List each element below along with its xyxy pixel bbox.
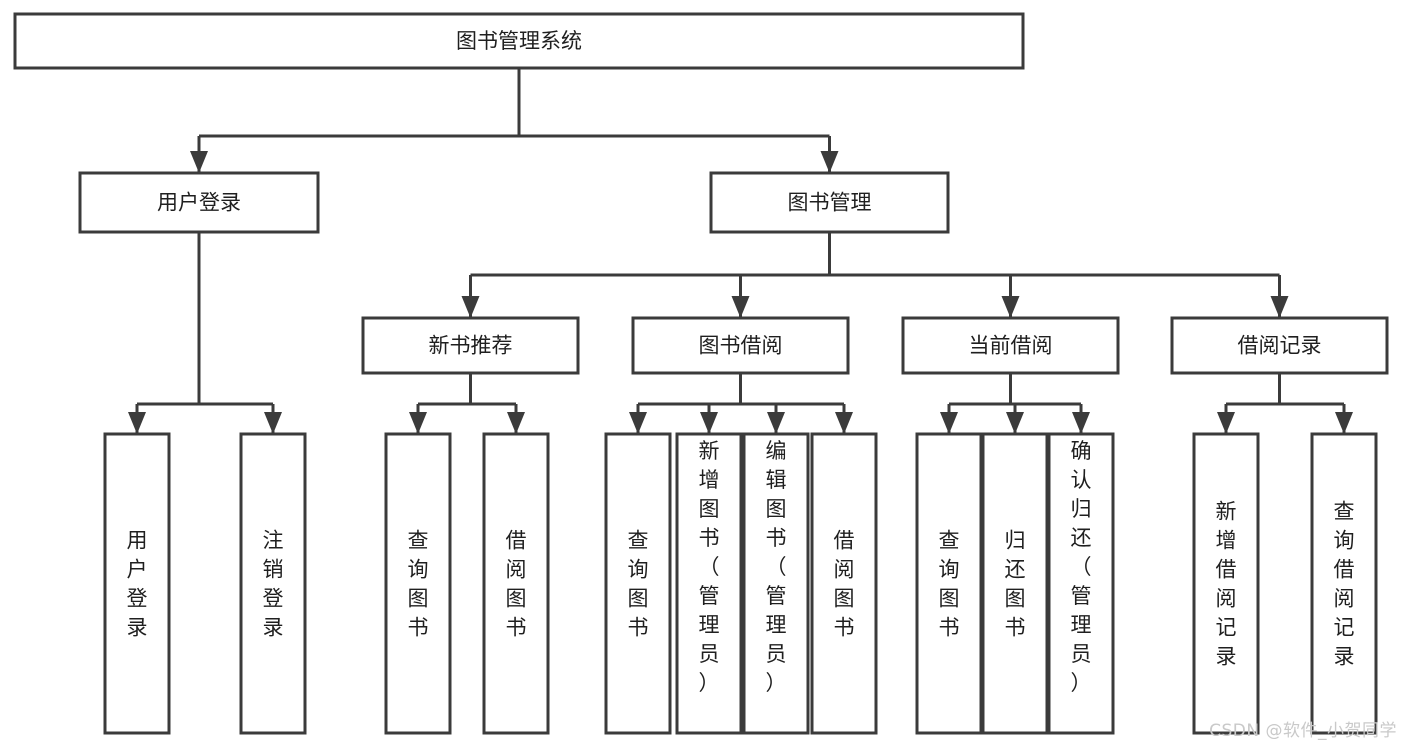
- node-label: 借阅记录: [1238, 334, 1322, 358]
- node-book-borrow[interactable]: 图书借阅: [631, 316, 850, 375]
- arrow-head-icon: [190, 151, 208, 173]
- arrow-head-icon: [1270, 296, 1289, 318]
- node-box: [1192, 432, 1260, 735]
- node-label: 用户登录: [127, 529, 148, 640]
- arrow-head-icon: [940, 412, 958, 434]
- arrow-head-icon: [1217, 412, 1235, 434]
- node-label: 图书借阅: [699, 334, 783, 358]
- node-label: 查询图书: [628, 529, 649, 640]
- node-book-manage[interactable]: 图书管理: [709, 171, 950, 234]
- connector-group: [190, 68, 839, 173]
- node-box: [482, 432, 550, 735]
- node-label: 新书推荐: [429, 334, 513, 358]
- node-box: [78, 171, 320, 234]
- node-label: 图书管理系统: [456, 29, 582, 53]
- arrow-head-icon: [1001, 296, 1020, 318]
- node-new-book-rec[interactable]: 新书推荐: [361, 316, 580, 375]
- node-label: 查询借阅记录: [1334, 500, 1355, 669]
- node-label: 图书管理: [788, 191, 872, 215]
- connector-group: [1217, 373, 1353, 434]
- arrow-head-icon: [461, 296, 480, 318]
- node-label: 归还图书: [1005, 529, 1026, 640]
- arrow-head-icon: [820, 151, 839, 173]
- node-box: [1310, 432, 1378, 735]
- node-label: 注销登录: [263, 529, 284, 640]
- node-box: [901, 316, 1120, 375]
- node-leaf-query-book-2[interactable]: 查询图书: [604, 432, 672, 735]
- node-box: [981, 432, 1049, 735]
- node-user-login[interactable]: 用户登录: [78, 171, 320, 234]
- arrow-head-icon: [700, 412, 718, 434]
- node-label: 编辑图书（管理员）: [766, 439, 787, 695]
- arrow-head-icon: [409, 412, 427, 434]
- node-leaf-edit-book[interactable]: 编辑图书（管理员）: [742, 432, 810, 735]
- arrow-head-icon: [264, 412, 282, 434]
- node-leaf-query-record[interactable]: 查询借阅记录: [1310, 432, 1378, 735]
- node-box: [13, 12, 1025, 70]
- node-label: 新增借阅记录: [1216, 500, 1237, 669]
- node-borrow-record[interactable]: 借阅记录: [1170, 316, 1389, 375]
- node-leaf-logout[interactable]: 注销登录: [239, 432, 307, 735]
- node-label: 借阅图书: [834, 529, 855, 640]
- node-box: [1047, 432, 1115, 735]
- node-box: [709, 171, 950, 234]
- node-box: [742, 432, 810, 735]
- node-label: 查询图书: [408, 529, 429, 640]
- arrow-head-icon: [1006, 412, 1024, 434]
- csdn-watermark: CSDN @软件_小贺同学: [1209, 721, 1397, 741]
- node-leaf-add-book[interactable]: 新增图书（管理员）: [675, 432, 743, 735]
- node-leaf-add-record[interactable]: 新增借阅记录: [1192, 432, 1260, 735]
- node-label: 借阅图书: [506, 529, 527, 640]
- node-box: [915, 432, 983, 735]
- arrow-head-icon: [835, 412, 853, 434]
- node-box: [631, 316, 850, 375]
- node-label: 查询图书: [939, 529, 960, 640]
- node-leaf-user-login[interactable]: 用户登录: [103, 432, 171, 735]
- arrow-head-icon: [1335, 412, 1353, 434]
- node-label: 确认归还（管理员）: [1071, 439, 1092, 695]
- arrow-head-icon: [731, 296, 750, 318]
- node-box: [239, 432, 307, 735]
- node-box: [1170, 316, 1389, 375]
- node-leaf-confirm-return[interactable]: 确认归还（管理员）: [1047, 432, 1115, 735]
- connector-group: [629, 373, 853, 434]
- node-root[interactable]: 图书管理系统: [13, 12, 1025, 70]
- node-label: 用户登录: [157, 191, 241, 215]
- node-label: 当前借阅: [969, 334, 1053, 358]
- arrow-head-icon: [629, 412, 647, 434]
- node-box: [361, 316, 580, 375]
- node-box: [810, 432, 878, 735]
- connector-group: [128, 232, 282, 434]
- node-leaf-borrow-book-1[interactable]: 借阅图书: [482, 432, 550, 735]
- node-current-borrow[interactable]: 当前借阅: [901, 316, 1120, 375]
- node-leaf-return-book[interactable]: 归还图书: [981, 432, 1049, 735]
- arrow-head-icon: [128, 412, 146, 434]
- arrow-head-icon: [767, 412, 785, 434]
- node-leaf-borrow-book-2[interactable]: 借阅图书: [810, 432, 878, 735]
- node-leaf-query-book-1[interactable]: 查询图书: [384, 432, 452, 735]
- arrow-head-icon: [1072, 412, 1090, 434]
- node-leaf-query-book-3[interactable]: 查询图书: [915, 432, 983, 735]
- node-box: [103, 432, 171, 735]
- connector-group: [409, 373, 525, 434]
- arrow-head-icon: [507, 412, 525, 434]
- connector-group: [461, 232, 1289, 318]
- node-box: [604, 432, 672, 735]
- node-box: [384, 432, 452, 735]
- node-box: [675, 432, 743, 735]
- connector-group: [940, 373, 1090, 434]
- node-label: 新增图书（管理员）: [699, 439, 720, 695]
